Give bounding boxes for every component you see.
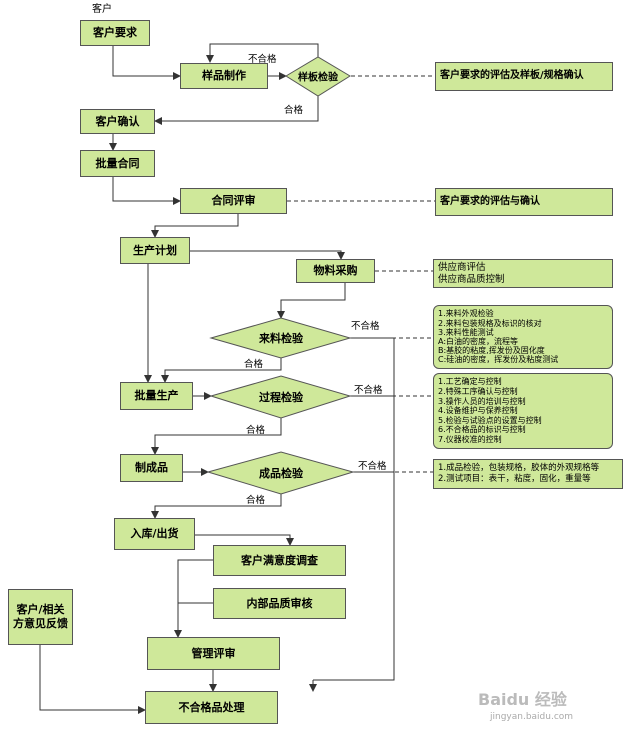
node-management-review: 管理评审 xyxy=(147,637,280,670)
node-warehouse-ship: 入库/出货 xyxy=(114,518,195,550)
note-incoming-line: 3.来料性能测试 xyxy=(438,327,494,337)
node-customer-request: 客户要求 xyxy=(80,20,150,46)
node-mass-production: 批量生产 xyxy=(120,382,193,410)
note-purchase: 供应商评估 供应商品质控制 xyxy=(433,259,613,288)
watermark-url: jingyan.baidu.com xyxy=(490,712,574,722)
watermark-brand: Baidu 经验 xyxy=(478,690,567,709)
note-final-line: 1.成品检验，包装规格，胶体的外观规格等 xyxy=(438,463,600,474)
label-pass-process: 合格 xyxy=(246,425,266,436)
node-internal-audit: 内部品质审核 xyxy=(213,588,346,619)
label-fail-incoming: 不合格 xyxy=(351,321,380,332)
note-process-line: 5.检验与试验点的设置与控制 xyxy=(438,415,542,425)
note-final: 1.成品检验，包装规格，胶体的外观规格等 2.测试项目：表干，粘度，固化，重量等 xyxy=(433,459,623,489)
note-sample-text: 客户要求的评估及样板/规格确认 xyxy=(440,70,584,82)
node-nonconforming: 不合格品处理 xyxy=(145,691,278,724)
note-process: 1.工艺确定与控制 2.特殊工序确认与控制 3.操作人员的培训与控制 4.设备维… xyxy=(433,373,613,449)
note-process-line: 3.操作人员的培训与控制 xyxy=(438,396,526,406)
sample-inspection-diamond xyxy=(285,56,351,97)
label-fail-final: 不合格 xyxy=(358,461,387,472)
note-process-line: 6.不合格品的标识与控制 xyxy=(438,425,526,435)
note-process-line: 1.工艺确定与控制 xyxy=(438,377,502,387)
note-process-line: 7.仪器校准的控制 xyxy=(438,434,502,444)
note-contract-text: 客户要求的评估与确认 xyxy=(440,195,540,207)
note-incoming-line: C:硅油的密度，挥发份及粘度测试 xyxy=(438,355,559,365)
note-process-line: 2.特殊工序确认与控制 xyxy=(438,387,518,397)
note-incoming-line: A:白油的密度，流程等 xyxy=(438,337,519,346)
note-purchase-line: 供应商评估 xyxy=(438,261,486,273)
note-incoming-line: 1.来料外观检验 xyxy=(438,309,494,319)
note-purchase-line: 供应商品质控制 xyxy=(438,273,505,285)
node-contract-review: 合同评审 xyxy=(180,188,287,214)
header-label: 客户 xyxy=(92,4,112,15)
note-final-line: 2.测试项目：表干，粘度，固化，重量等 xyxy=(438,474,591,484)
final-inspection-diamond xyxy=(206,451,355,495)
node-sample-making: 样品制作 xyxy=(180,63,268,89)
node-bulk-contract: 批量合同 xyxy=(80,150,155,177)
note-incoming: 1.来料外观检验 2.来料包装规格及标识的核对 3.来料性能测试 A:白油的密度… xyxy=(433,305,613,369)
note-incoming-line: 2.来料包装规格及标识的核对 xyxy=(438,318,542,328)
note-incoming-line: B:基胶的粘度,挥发份及固化度 xyxy=(438,346,545,356)
label-fail-sample: 不合格 xyxy=(248,54,277,65)
incoming-inspection-diamond xyxy=(209,317,352,359)
label-fail-process: 不合格 xyxy=(354,385,383,396)
node-final-inspection: 成品检验 xyxy=(259,467,303,480)
label-pass-sample: 合格 xyxy=(284,105,304,116)
node-incoming-inspection: 来料检验 xyxy=(259,332,303,345)
node-sample-inspection: 样板检验 xyxy=(298,72,338,84)
node-production-plan: 生产计划 xyxy=(120,237,190,264)
node-process-inspection: 过程检验 xyxy=(259,391,303,404)
label-pass-final: 合格 xyxy=(246,495,266,506)
node-customer-feedback: 客户/相关方意见反馈 xyxy=(8,589,73,645)
label-pass-incoming: 合格 xyxy=(244,359,264,370)
note-sample: 客户要求的评估及样板/规格确认 xyxy=(435,62,613,91)
node-customer-confirm: 客户确认 xyxy=(80,109,155,134)
node-material-purchase: 物料采购 xyxy=(296,259,375,283)
note-process-line: 4.设备维护与保养控制 xyxy=(438,406,518,416)
process-inspection-diamond xyxy=(209,375,352,419)
node-finished-product: 制成品 xyxy=(120,454,183,482)
node-customer-satisfaction: 客户满意度调查 xyxy=(213,545,346,576)
note-contract: 客户要求的评估与确认 xyxy=(435,188,613,216)
